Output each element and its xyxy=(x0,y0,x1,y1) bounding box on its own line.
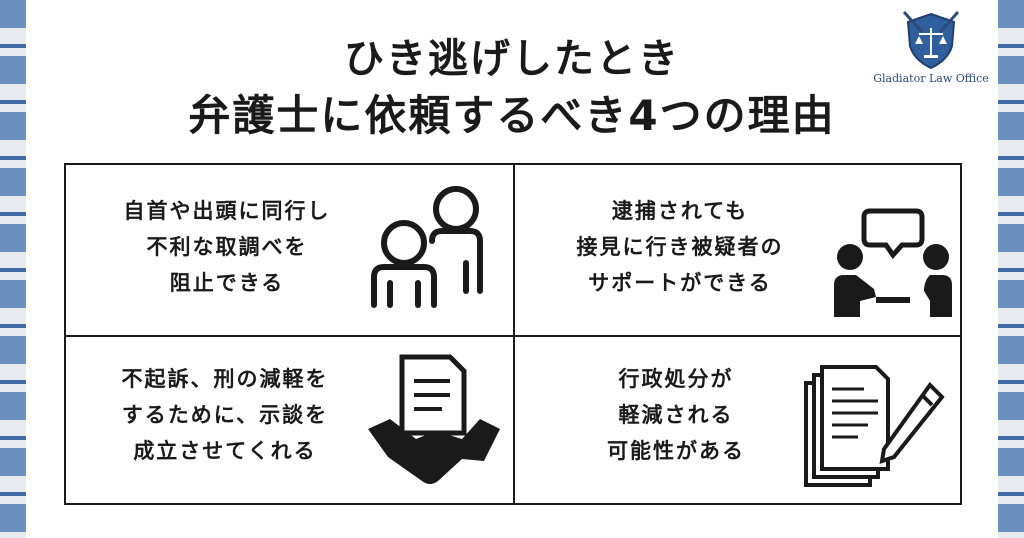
grid-divider-vertical xyxy=(513,165,515,503)
grid-divider-horizontal xyxy=(66,335,960,337)
right-stripe-border xyxy=(998,0,1024,538)
reasons-grid: 自首や出頭に同行し 不利な取調べを 阻止できる 逮捕されても 接見に行き被疑者の… xyxy=(64,163,962,505)
people-icon xyxy=(371,186,483,308)
reason-1-text: 自首や出頭に同行し 不利な取調べを 阻止できる xyxy=(123,199,331,295)
logo-text: Gladiator Law Office xyxy=(873,72,989,85)
left-stripe-border xyxy=(0,0,26,538)
law-office-logo: Gladiator Law Office xyxy=(866,10,996,90)
conversation-icon xyxy=(834,208,952,317)
handshake-document-icon xyxy=(368,354,500,484)
reason-4-text: 行政処分が 軽減される 可能性がある xyxy=(607,367,745,463)
title-line-1: ひき逃げしたとき xyxy=(344,36,680,82)
title-line-2: 弁護士に依頼するべき4つの理由 xyxy=(188,91,836,140)
reason-2-text: 逮捕されても 接見に行き被疑者の サポートができる xyxy=(576,199,784,295)
reason-3-text: 不起訴、刑の減軽を するために、示談を 成立させてくれる xyxy=(121,367,329,463)
document-pen-icon xyxy=(804,365,945,487)
shield-scales-icon xyxy=(902,10,960,70)
